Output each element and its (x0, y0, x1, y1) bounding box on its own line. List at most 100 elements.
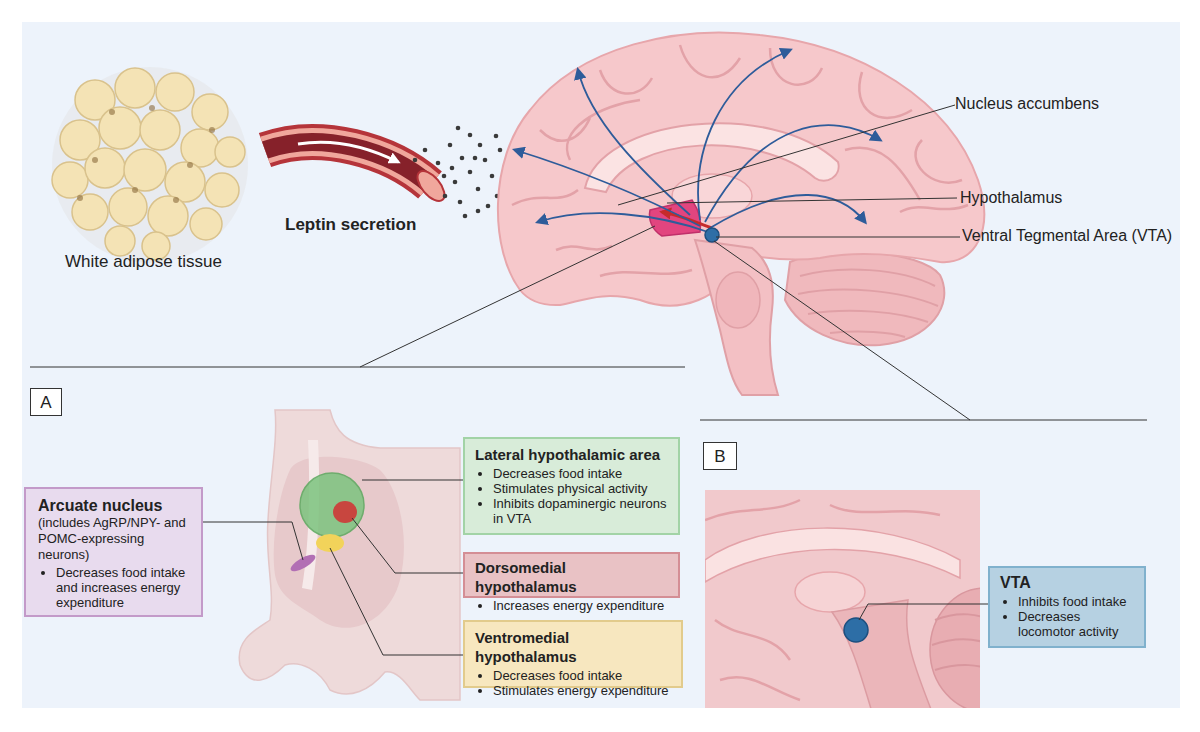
info-box: Ventromedial hypothalamusDecreases food … (463, 620, 683, 688)
bullet-item: Inhibits food intake (1018, 594, 1138, 609)
arcuate-nucleus (288, 552, 317, 575)
box-heading: Arcuate nucleus (38, 496, 193, 515)
brainstem (832, 600, 932, 708)
leader-line (352, 518, 463, 573)
ventromedial-nucleus (316, 534, 344, 552)
box-heading: Lateral hypothalamic area (475, 445, 670, 464)
leptin-dot (448, 143, 453, 148)
info-box: Dorsomedial hypothalamusIncreases energy… (463, 552, 680, 598)
bullet-list: Decreases food intakeStimulates physical… (475, 466, 670, 526)
leptin-dot (478, 143, 483, 148)
flow-arrow (298, 142, 398, 162)
bullet-list: Decreases food intakeStimulates energy e… (475, 668, 673, 698)
gyrus-line (512, 190, 578, 205)
zoom-line (714, 241, 970, 420)
panel-divider (700, 420, 1147, 421)
leptin-dot (463, 214, 468, 219)
cell-nucleus (109, 109, 115, 115)
fat-cell (109, 188, 147, 226)
box-heading: Ventromedial hypothalamus (475, 628, 673, 666)
fat-cell (52, 162, 88, 198)
gyrus-line (600, 270, 692, 276)
leptin-dot (498, 148, 503, 153)
gyrus-line (845, 148, 920, 200)
cell-nucleus (187, 162, 193, 168)
cerebellum-fold (808, 311, 928, 322)
fat-cell (72, 194, 108, 230)
gyrus-line (556, 246, 612, 250)
cell-nucleus (209, 127, 215, 133)
callout-label: Leptin secretion (285, 215, 416, 235)
pathway-arrow (578, 70, 690, 215)
leptin-dot (494, 134, 499, 139)
leader-line (667, 198, 957, 203)
panel-tag: B (703, 442, 737, 470)
zoom-line (360, 226, 655, 367)
brainstem (695, 240, 778, 395)
callout-label: Nucleus accumbens (955, 94, 1099, 114)
bullet-item: Decreases food intake (493, 668, 673, 683)
adipose-tissue (52, 67, 248, 263)
pathway-arrow (705, 125, 880, 222)
gyrus-line (859, 72, 912, 118)
fat-cell (140, 110, 180, 150)
fat-cell (124, 149, 166, 191)
info-box: Arcuate nucleus(includes AgRP/NPY- and P… (24, 487, 203, 617)
leptin-dot (468, 133, 473, 138)
bullet-item: Decreases food intake (493, 466, 670, 481)
pathway-arrow (698, 50, 790, 220)
leptin-dot (476, 187, 481, 192)
leader-line (618, 105, 955, 205)
panel-tag: A (30, 388, 62, 416)
cell-nucleus (92, 157, 98, 163)
vessel-layer (265, 142, 430, 185)
box-heading: A (40, 393, 51, 412)
cell-nucleus (173, 197, 179, 203)
leader-line (362, 480, 463, 481)
leptin-dot (460, 156, 465, 161)
fat-cell (215, 137, 245, 167)
pons (716, 272, 760, 328)
leptin-particles (413, 126, 508, 219)
gyrus-line (770, 48, 822, 85)
vta-zoom (705, 490, 980, 708)
cell-nucleus (132, 187, 138, 193)
box-heading: Dorsomedial hypothalamus (475, 558, 670, 596)
thalamus (795, 572, 865, 612)
bullet-item: Decreases food intake and increases ener… (56, 565, 193, 610)
gyrus-line (600, 70, 652, 94)
fat-cell (205, 173, 239, 207)
leptin-dot (468, 170, 473, 175)
tissue-halo (52, 67, 248, 263)
blood-vessel (265, 142, 449, 206)
callout-label: Ventral Tegmental Area (VTA) (962, 226, 1172, 246)
fat-cell (99, 107, 141, 149)
info-box: Lateral hypothalamic areaDecreases food … (463, 437, 680, 535)
dopamine-pathways (515, 50, 880, 232)
leptin-dot (458, 200, 463, 205)
leptin-dot (473, 156, 478, 161)
gyri (512, 45, 968, 276)
leader-line (716, 237, 960, 238)
vessel-wall (265, 142, 430, 185)
fat-cell (85, 148, 125, 188)
brain (498, 33, 984, 395)
leptin-dot (476, 209, 481, 214)
fat-cell (115, 68, 155, 108)
leptin-dot (456, 126, 461, 131)
fat-cell (181, 129, 219, 167)
fat-cell (148, 196, 188, 236)
box-heading: VTA (1000, 573, 1138, 592)
pathway-arrow (538, 213, 708, 232)
cerebellum-fold (800, 270, 935, 286)
hypothalamus-zoom (239, 410, 460, 700)
fat-cell (156, 73, 194, 111)
bullet-list: Inhibits food intakeDecreases locomotor … (1000, 594, 1138, 639)
panel-divider (30, 367, 685, 368)
lateral-nucleus (300, 473, 364, 537)
cerebellum-fold (830, 332, 905, 337)
leptin-dot (486, 204, 491, 209)
cerebellum (785, 252, 944, 345)
tissue-section (239, 410, 460, 700)
vessel-opening (413, 166, 450, 205)
